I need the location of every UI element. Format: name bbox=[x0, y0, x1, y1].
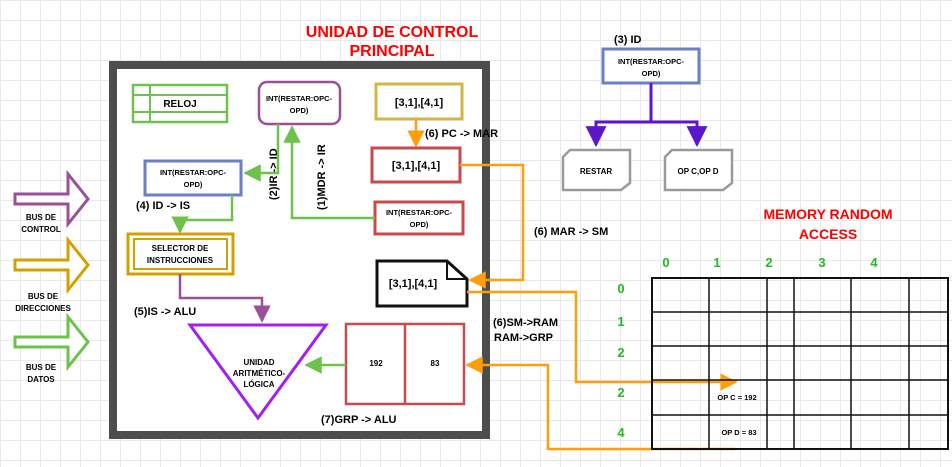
selector-block bbox=[126, 232, 235, 276]
memory-row-header: 2 bbox=[617, 385, 624, 400]
ir-block bbox=[257, 80, 342, 126]
memory-cell-opc: OP C = 192 bbox=[717, 393, 756, 402]
id-label-1: INT(RESTAR:OPC- bbox=[160, 168, 227, 177]
alu-label-3: LÓGICA bbox=[243, 380, 274, 389]
arrow-decoder-opcd bbox=[651, 120, 708, 148]
arrow-id-selector bbox=[171, 195, 234, 234]
bus-direcciones-label-2: DIRECCIONES bbox=[15, 304, 71, 313]
mdr-label-1: INT(RESTAR:OPC- bbox=[386, 208, 453, 217]
step-mar-sm: (6) MAR -> SM bbox=[534, 226, 608, 238]
step-is-alu: (5)IS -> ALU bbox=[134, 306, 196, 318]
memory-cell-opd: OP D = 83 bbox=[721, 428, 756, 437]
reloj-block bbox=[131, 83, 229, 124]
title-line2: PRINCIPAL bbox=[349, 43, 434, 60]
step-id-is: (4) ID -> IS bbox=[136, 200, 190, 212]
memory-col-header: 1 bbox=[713, 255, 720, 270]
mdr-block bbox=[373, 200, 465, 236]
bus-control-label-1: BUS DE bbox=[26, 213, 57, 222]
bus-direcciones-label-1: BUS DE bbox=[28, 292, 59, 301]
memory-column-headers: 0 1 2 3 4 bbox=[662, 255, 878, 270]
arrow-ram-grp bbox=[465, 356, 735, 451]
bus-control-label-2: CONTROL bbox=[21, 225, 61, 234]
arrow-ir-id bbox=[243, 124, 280, 182]
memory-title-1: MEMORY RANDOM bbox=[763, 206, 892, 222]
memory-title-2: ACCESS bbox=[799, 226, 857, 242]
id-block bbox=[143, 159, 243, 197]
memory-row-header: 0 bbox=[617, 281, 624, 296]
step-id-decoder: (3) ID bbox=[614, 34, 642, 46]
document-fold bbox=[446, 261, 467, 280]
memory-col-header: 4 bbox=[870, 255, 878, 270]
arrow-mar-sm bbox=[460, 163, 525, 289]
decoder-label-1: INT(RESTAR:OPC- bbox=[618, 57, 685, 66]
ir-label-2: OPD) bbox=[290, 106, 309, 115]
memory-col-header: 0 bbox=[662, 255, 669, 270]
bus-direcciones-arrow bbox=[13, 235, 90, 295]
ir-label-1: INT(RESTAR:OPC- bbox=[266, 94, 333, 103]
selector-label-2: INSTRUCCIONES bbox=[147, 256, 214, 265]
memory-row-header: 4 bbox=[617, 425, 625, 440]
arrow-mdr-ir bbox=[283, 125, 375, 220]
step-mdr-ir: (1)MDR -> IR bbox=[316, 144, 328, 210]
memory-col-header: 3 bbox=[818, 255, 825, 270]
bus-datos-label-1: BUS DE bbox=[26, 363, 57, 372]
mdr-label-2: OPD) bbox=[410, 220, 429, 229]
step-grp-alu: (7)GRP -> ALU bbox=[321, 414, 397, 426]
alu-block bbox=[187, 323, 329, 421]
grp-right-value: 83 bbox=[431, 359, 440, 368]
pc-block bbox=[374, 82, 464, 121]
title-line1: UNIDAD DE CONTROL bbox=[306, 24, 479, 41]
bus-control-arrow bbox=[13, 169, 90, 229]
memory-grid bbox=[651, 277, 949, 450]
decoder-label-2: OPD) bbox=[642, 69, 661, 78]
memory-row-header: 2 bbox=[617, 345, 624, 360]
document-label: [3,1],[4,1] bbox=[389, 278, 438, 290]
step-pc-mar: (6) PC -> MAR bbox=[425, 128, 498, 140]
alu-label-1: UNIDAD bbox=[243, 358, 274, 367]
step-sm-ram-2: RAM->GRP bbox=[494, 332, 553, 344]
alu-label-2: ARITMÉTICO- bbox=[233, 369, 286, 378]
id-label-2: OPD) bbox=[184, 180, 203, 189]
memory-row-headers: 0 1 2 2 4 bbox=[617, 281, 625, 440]
opcd-label: OP C,OP D bbox=[677, 167, 718, 176]
selector-label-1: SELECTOR DE bbox=[152, 244, 209, 253]
bus-datos-arrow bbox=[13, 312, 90, 372]
restar-label: RESTAR bbox=[580, 167, 613, 176]
bus-datos-label-2: DATOS bbox=[27, 375, 55, 384]
reloj-label: RELOJ bbox=[163, 99, 196, 110]
step-sm-ram-1: (6)SM->RAM bbox=[493, 317, 558, 329]
arrow-selector-alu bbox=[178, 274, 271, 323]
pc-label: [3,1],[4,1] bbox=[395, 97, 444, 109]
arrow-decoder-restar bbox=[585, 83, 653, 148]
mar-label: [3,1],[4,1] bbox=[392, 160, 441, 172]
memory-row-header: 1 bbox=[617, 314, 624, 329]
memory-col-header: 2 bbox=[765, 255, 772, 270]
decoder-block bbox=[601, 47, 701, 85]
opcd-block bbox=[663, 148, 734, 192]
restar-block bbox=[561, 148, 632, 192]
arrow-sm-ram bbox=[467, 290, 738, 391]
grp-left-value: 192 bbox=[369, 359, 383, 368]
